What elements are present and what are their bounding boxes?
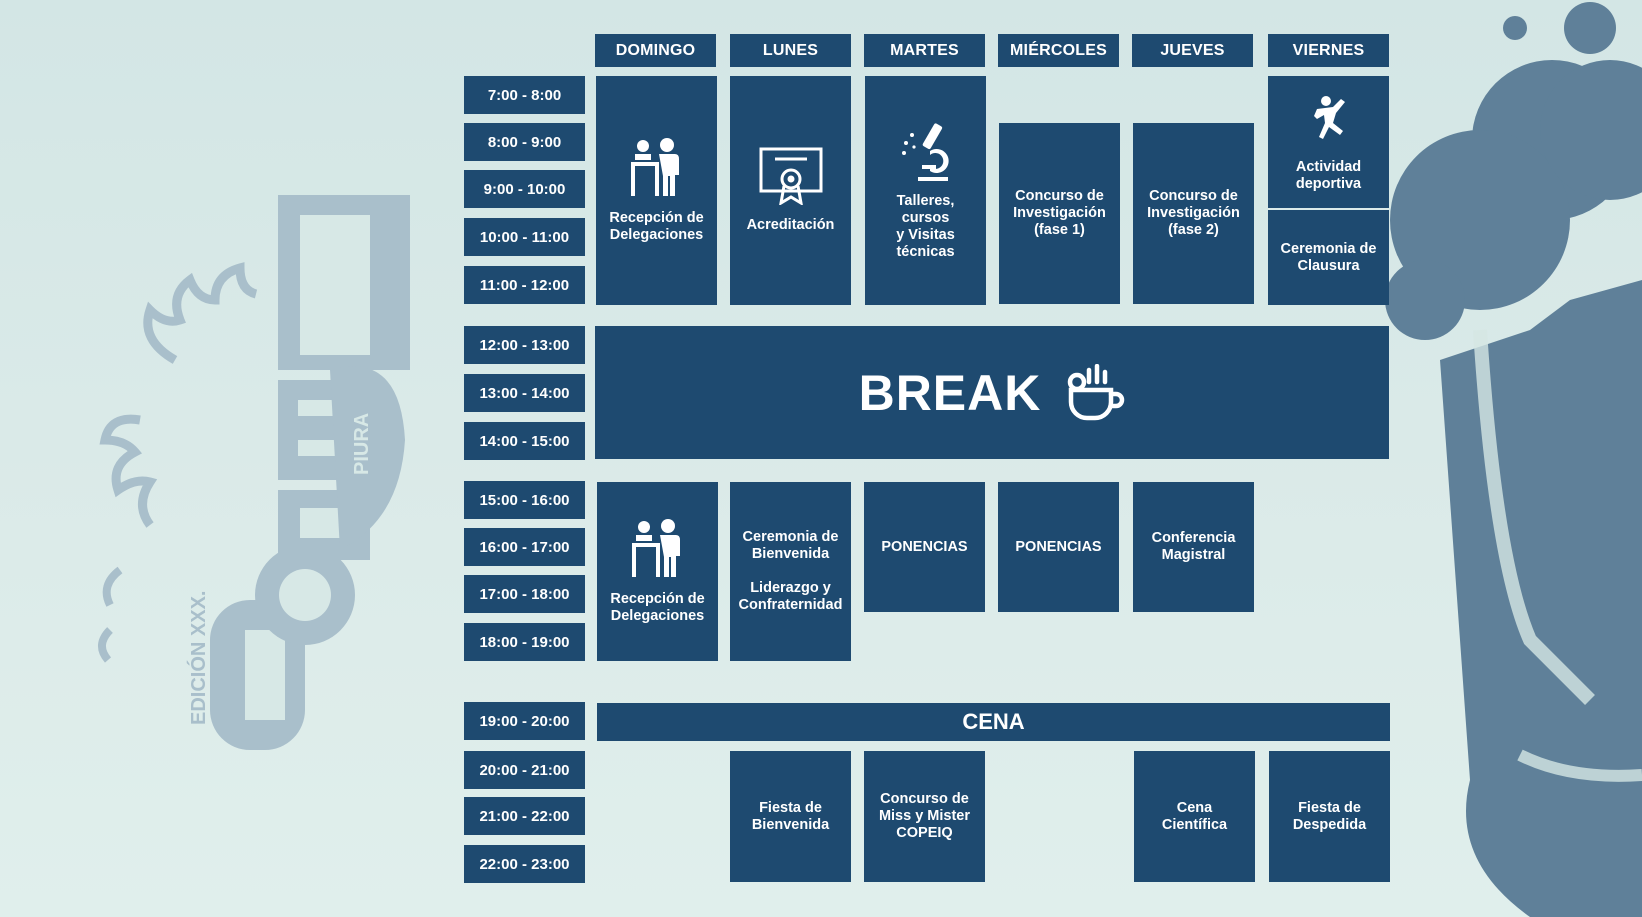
event-recepcion-domingo-afternoon: Recepción de Delegaciones — [597, 482, 718, 661]
event-miss-mister-martes: Concurso de Miss y Mister COPEIQ — [864, 751, 985, 882]
day-header-domingo: DOMINGO — [595, 34, 716, 67]
time-slot: 20:00 - 21:00 — [464, 751, 585, 789]
event-ponencias-miercoles: PONENCIAS — [998, 482, 1119, 612]
event-ponencias-martes: PONENCIAS — [864, 482, 985, 612]
event-cena-cientifica-jueves: Cena Científica — [1134, 751, 1255, 882]
time-slot: 19:00 - 20:00 — [464, 702, 585, 740]
sport-icon — [1313, 96, 1345, 139]
event-label: Concurso de Miss y Mister COPEIQ — [878, 791, 971, 841]
certificate-icon — [759, 147, 822, 205]
time-slot: 16:00 - 17:00 — [464, 528, 585, 566]
event-label: Recepción de Delegaciones — [609, 209, 704, 243]
reception-icon — [631, 518, 680, 577]
event-label: Talleres, cursos y Visitas técnicas — [896, 192, 955, 260]
time-slot: 9:00 - 10:00 — [464, 170, 585, 208]
time-slot: 14:00 - 15:00 — [464, 422, 585, 460]
day-header-lunes: LUNES — [730, 34, 851, 67]
coffee-cup-icon — [1068, 363, 1125, 420]
event-label: Ceremonia de Bienvenida Liderazgo y Conf… — [738, 529, 843, 613]
time-slot: 18:00 - 19:00 — [464, 623, 585, 661]
event-label: Conferencia Magistral — [1151, 530, 1236, 563]
viernes-morning-block: Actividad deportiva Ceremonia de Clausur… — [1268, 76, 1389, 305]
time-slot: 13:00 - 14:00 — [464, 374, 585, 412]
event-concurso-fase1-miercoles: Concurso de Investigación (fase 1) — [999, 123, 1120, 304]
time-slot: 17:00 - 18:00 — [464, 575, 585, 613]
event-actividad-deportiva: Actividad deportiva — [1268, 76, 1389, 208]
cena-bar: CENA — [597, 703, 1390, 741]
break-block: BREAK — [595, 326, 1389, 459]
event-label: Ceremonia de Clausura — [1280, 240, 1377, 274]
day-header-jueves: JUEVES — [1132, 34, 1253, 67]
time-slot: 11:00 - 12:00 — [464, 266, 585, 304]
event-label: Concurso de Investigación (fase 1) — [1013, 188, 1106, 238]
event-acreditacion-lunes: Acreditación — [730, 76, 851, 305]
copeiq-logo-watermark: EDICIÓN XXX. 2025 PIURA — [98, 195, 410, 750]
day-header-miercoles: MIÉRCOLES — [998, 34, 1119, 67]
time-slot: 15:00 - 16:00 — [464, 481, 585, 519]
event-label: Actividad deportiva — [1295, 159, 1362, 192]
event-label: Fiesta de Bienvenida — [751, 799, 830, 833]
event-ceremonia-clausura: Ceremonia de Clausura — [1268, 210, 1389, 305]
event-label: PONENCIAS — [1015, 538, 1102, 555]
event-talleres-martes: Talleres, cursos y Visitas técnicas — [865, 76, 986, 305]
day-header-martes: MARTES — [864, 34, 985, 67]
event-recepcion-domingo-morning: Recepción de Delegaciones — [596, 76, 717, 305]
time-slot: 8:00 - 9:00 — [464, 123, 585, 161]
flask-decoration — [1385, 2, 1642, 917]
cena-label: CENA — [962, 709, 1025, 734]
time-slot: 12:00 - 13:00 — [464, 326, 585, 364]
event-label: Cena Científica — [1161, 799, 1228, 833]
logo-year: 2025 — [335, 251, 357, 296]
event-label: Recepción de Delegaciones — [610, 590, 705, 624]
microscope-icon — [901, 122, 949, 181]
break-label: BREAK — [858, 364, 1042, 421]
event-ceremonia-bienvenida-lunes: Ceremonia de Bienvenida Liderazgo y Conf… — [730, 482, 851, 661]
event-fiesta-bienvenida-lunes: Fiesta de Bienvenida — [730, 751, 851, 882]
event-label: Acreditación — [746, 217, 835, 233]
day-header-viernes: VIERNES — [1268, 34, 1389, 67]
event-label: PONENCIAS — [881, 538, 968, 555]
event-concurso-fase2-jueves: Concurso de Investigación (fase 2) — [1133, 123, 1254, 304]
event-fiesta-despedida-viernes: Fiesta de Despedida — [1269, 751, 1390, 882]
time-slot: 22:00 - 23:00 — [464, 845, 585, 883]
event-label: Concurso de Investigación (fase 2) — [1147, 188, 1240, 238]
time-slot: 7:00 - 8:00 — [464, 76, 585, 114]
time-slot: 21:00 - 22:00 — [464, 797, 585, 835]
event-conferencia-magistral-jueves: Conferencia Magistral — [1133, 482, 1254, 612]
reception-icon — [630, 137, 679, 196]
logo-edition: EDICIÓN XXX. — [186, 591, 210, 725]
logo-city: PIURA — [351, 413, 373, 475]
event-label: Fiesta de Despedida — [1292, 799, 1367, 833]
time-slot: 10:00 - 11:00 — [464, 218, 585, 256]
